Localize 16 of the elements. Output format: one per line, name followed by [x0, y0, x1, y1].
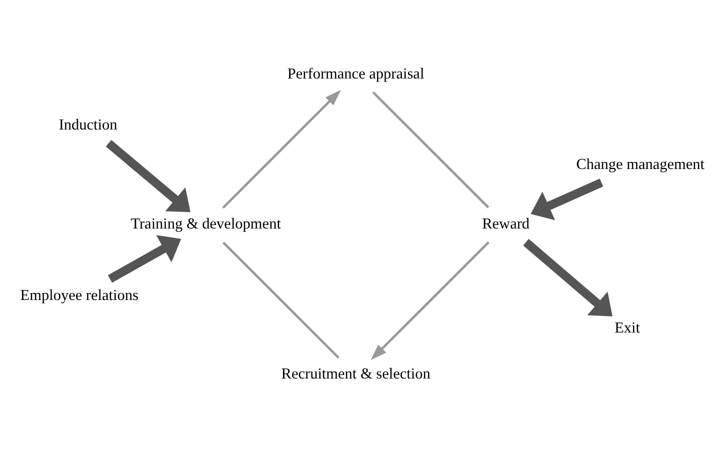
node-text: Induction: [58, 116, 118, 134]
node-text: Employee relations: [20, 286, 138, 304]
node-text: Recruitment & selection: [281, 366, 430, 383]
node-text: Exit: [614, 320, 640, 337]
arrow: [523, 238, 612, 316]
node-text: Change management: [576, 156, 705, 173]
node-text: Training & development: [130, 216, 281, 233]
arrow: [370, 241, 490, 360]
node-text: Performance appraisal: [287, 66, 424, 83]
connector: [222, 242, 340, 359]
connector: [372, 91, 490, 208]
arrow: [108, 235, 182, 283]
arrow: [222, 90, 341, 209]
arrow: [106, 140, 190, 212]
node-text: Reward: [482, 216, 530, 233]
arrow: [530, 178, 604, 220]
